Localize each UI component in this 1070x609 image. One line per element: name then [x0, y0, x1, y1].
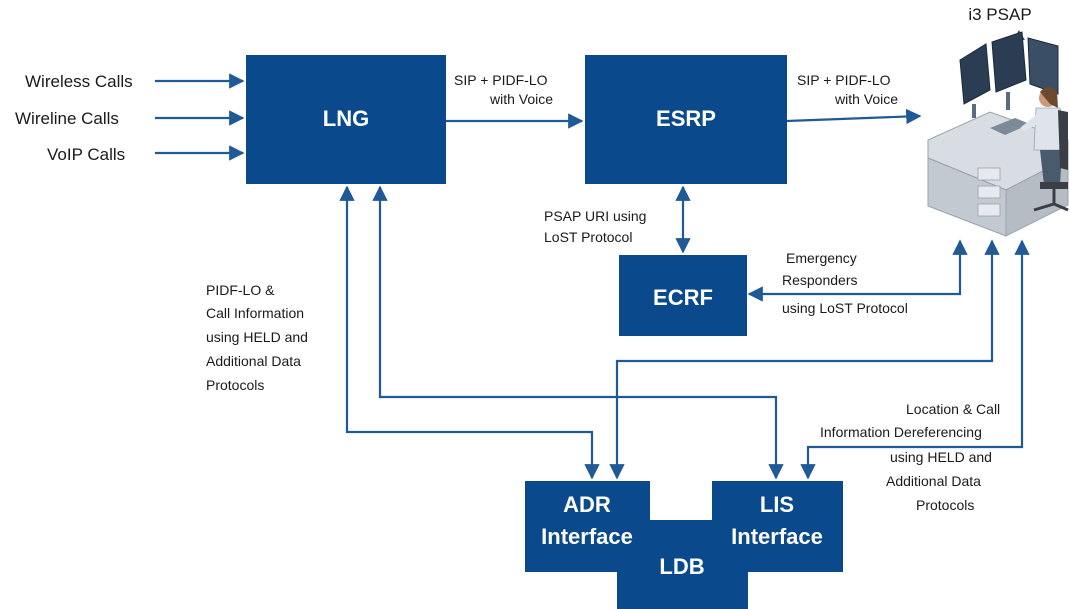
lng-label: LNG [323, 106, 369, 131]
ldb-block: ADR Interface LIS Interface LDB [525, 481, 843, 609]
wireline-calls-label: Wireline Calls [15, 109, 119, 128]
input-wireline: Wireline Calls [15, 109, 245, 128]
adr-label-line1: ADR [563, 492, 611, 517]
lis-label-line2: Interface [731, 524, 823, 549]
adr-label-line2: Interface [541, 524, 633, 549]
lng-ldb-label-line1: PIDF-LO & [206, 282, 275, 298]
lng-ldb-label-line2: Call Information [206, 305, 304, 321]
psap-title: i3 PSAP [968, 5, 1031, 24]
lng-esrp-label-line1: SIP + PIDF-LO [454, 72, 548, 88]
input-wireless: Wireless Calls [25, 72, 245, 91]
lng-box: LNG [246, 55, 446, 184]
ecrf-label: ECRF [653, 285, 713, 310]
lng-ldb-label-line3: using HELD and [206, 329, 308, 345]
ecrf-psap-label-line3: using LoST Protocol [782, 300, 908, 316]
esrp-box: ESRP [585, 55, 787, 184]
esrp-psap-label-line1: SIP + PIDF-LO [797, 72, 891, 88]
wireless-calls-label: Wireless Calls [25, 72, 133, 91]
ecrf-psap-label-line1: Emergency [786, 250, 857, 266]
ecrf-box: ECRF [619, 255, 747, 336]
lng-ldb-label-line4: Additional Data [206, 353, 301, 369]
ecrf-psap-label-line2: Responders [782, 272, 858, 288]
lng-ldb-label-line5: Protocols [206, 377, 264, 393]
esrp-ecrf-label-line1: PSAP URI using [544, 208, 646, 224]
psap-workstation-icon: i3 PSAP [927, 5, 1069, 237]
psap-ldb-label-line2: Information Dereferencing [820, 424, 982, 440]
psap-ldb-label-line3: using HELD and [890, 449, 992, 465]
psap-ldb-label-line1: Location & Call [906, 401, 1000, 417]
lng-esrp-label-line2: with Voice [489, 91, 553, 107]
voip-calls-label: VoIP Calls [47, 145, 125, 164]
lis-label-line1: LIS [760, 492, 794, 517]
esrp-to-psap-arrow [786, 108, 922, 125]
esrp-ecrf-label-line2: LoST Protocol [544, 229, 632, 245]
esrp-label: ESRP [656, 106, 716, 131]
psap-ldb-label-line5: Protocols [916, 497, 974, 513]
input-voip: VoIP Calls [47, 145, 245, 164]
esrp-psap-label-line2: with Voice [834, 91, 898, 107]
psap-ldb-label-line4: Additional Data [886, 473, 981, 489]
psap-lis-arrow [800, 239, 1030, 480]
ldb-label: LDB [659, 554, 704, 579]
